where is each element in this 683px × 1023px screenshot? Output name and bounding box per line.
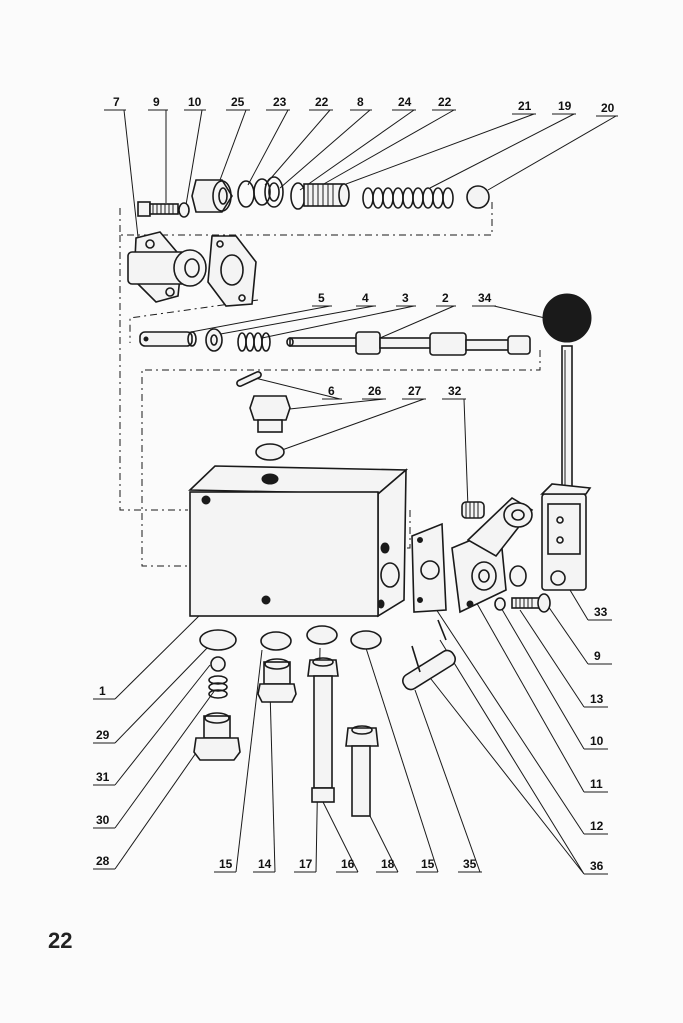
pin-part-35 bbox=[402, 649, 456, 691]
spring-part-32 bbox=[461, 501, 485, 519]
ring-part-23 bbox=[237, 180, 255, 208]
valve-body-part-1 bbox=[188, 465, 409, 618]
seal-part-15 bbox=[260, 631, 292, 651]
callout-4: 4 bbox=[362, 291, 369, 305]
plug-part-28 bbox=[193, 712, 241, 761]
callout-19: 19 bbox=[558, 99, 572, 113]
callout-14: 14 bbox=[258, 857, 272, 871]
spring-part-30 bbox=[208, 675, 228, 699]
knob-part-34 bbox=[542, 293, 592, 497]
spring-part-3 bbox=[237, 332, 271, 352]
washer-part-10 bbox=[178, 202, 190, 218]
callout-labels: 7 9 10 25 23 22 8 24 22 21 19 20 5 4 3 2… bbox=[96, 95, 615, 873]
callout-10: 10 bbox=[188, 95, 202, 109]
ball-part-20 bbox=[466, 185, 490, 209]
callout-18: 18 bbox=[381, 857, 395, 871]
spool-part-2 bbox=[286, 331, 531, 356]
callout-12: 12 bbox=[590, 819, 604, 833]
callout-9: 9 bbox=[153, 95, 160, 109]
spring-part-19 bbox=[362, 187, 454, 209]
callout-25: 25 bbox=[231, 95, 245, 109]
callout-2: 2 bbox=[442, 291, 449, 305]
callout-34: 34 bbox=[478, 291, 492, 305]
seal-parts-22-8-24 bbox=[253, 176, 306, 210]
callout-6: 6 bbox=[328, 384, 335, 398]
washer-part-10 bbox=[494, 597, 506, 611]
callout-22: 22 bbox=[315, 95, 329, 109]
tube-part-18 bbox=[345, 725, 379, 817]
callout-28: 28 bbox=[96, 854, 110, 868]
callout-29: 29 bbox=[96, 728, 110, 742]
callout-7: 7 bbox=[113, 95, 120, 109]
seal-part-29 bbox=[199, 629, 237, 651]
callout-35: 35 bbox=[463, 857, 477, 871]
gasket-part-8 bbox=[207, 235, 257, 307]
nut-part-25 bbox=[191, 179, 233, 213]
callout-1: 1 bbox=[99, 684, 106, 698]
callout-5: 5 bbox=[318, 291, 325, 305]
callout-17: 17 bbox=[299, 857, 313, 871]
callout-10: 10 bbox=[590, 734, 604, 748]
spring-part-21 bbox=[303, 183, 350, 207]
callout-31: 31 bbox=[96, 770, 110, 784]
lever-bracket-part-33 bbox=[540, 483, 592, 591]
seal-part-17 bbox=[306, 625, 338, 645]
pin-part-6 bbox=[236, 370, 262, 388]
cotter-pins-part-36 bbox=[411, 619, 447, 673]
ball-part-31 bbox=[210, 656, 226, 672]
label-underlines bbox=[93, 109, 618, 875]
callout-21: 21 bbox=[518, 99, 532, 113]
seal-part-15 bbox=[350, 630, 382, 650]
seal-part-27 bbox=[255, 443, 285, 461]
callout-32: 32 bbox=[448, 384, 462, 398]
bolt-part-9 bbox=[137, 201, 179, 217]
callout-23: 23 bbox=[273, 95, 287, 109]
plug-part-26 bbox=[249, 395, 291, 433]
leader-lines bbox=[114, 109, 617, 875]
callout-15: 15 bbox=[421, 857, 435, 871]
callout-33: 33 bbox=[594, 605, 608, 619]
callout-30: 30 bbox=[96, 813, 110, 827]
gasket-part-12 bbox=[411, 522, 447, 613]
flange-housing-part-7 bbox=[127, 231, 207, 303]
bolt-part-9 bbox=[511, 593, 551, 613]
callout-8: 8 bbox=[357, 95, 364, 109]
callout-11: 11 bbox=[590, 777, 603, 791]
callout-13: 13 bbox=[590, 692, 604, 706]
callout-22: 22 bbox=[438, 95, 452, 109]
callout-26: 26 bbox=[368, 384, 382, 398]
ring-part-13 bbox=[509, 565, 527, 587]
callout-9: 9 bbox=[594, 649, 601, 663]
callout-24: 24 bbox=[398, 95, 412, 109]
page-number: 22 bbox=[48, 928, 72, 953]
fitting-part-14 bbox=[257, 658, 297, 703]
callout-27: 27 bbox=[408, 384, 422, 398]
pin-part-5 bbox=[139, 331, 197, 347]
callout-16: 16 bbox=[341, 857, 355, 871]
callout-3: 3 bbox=[402, 291, 409, 305]
tube-part-16 bbox=[307, 657, 339, 803]
cover-bracket-part-11 bbox=[451, 497, 534, 614]
callout-36: 36 bbox=[590, 859, 604, 873]
callout-20: 20 bbox=[601, 101, 615, 115]
washer-part-4 bbox=[205, 328, 223, 352]
callout-15: 15 bbox=[219, 857, 233, 871]
